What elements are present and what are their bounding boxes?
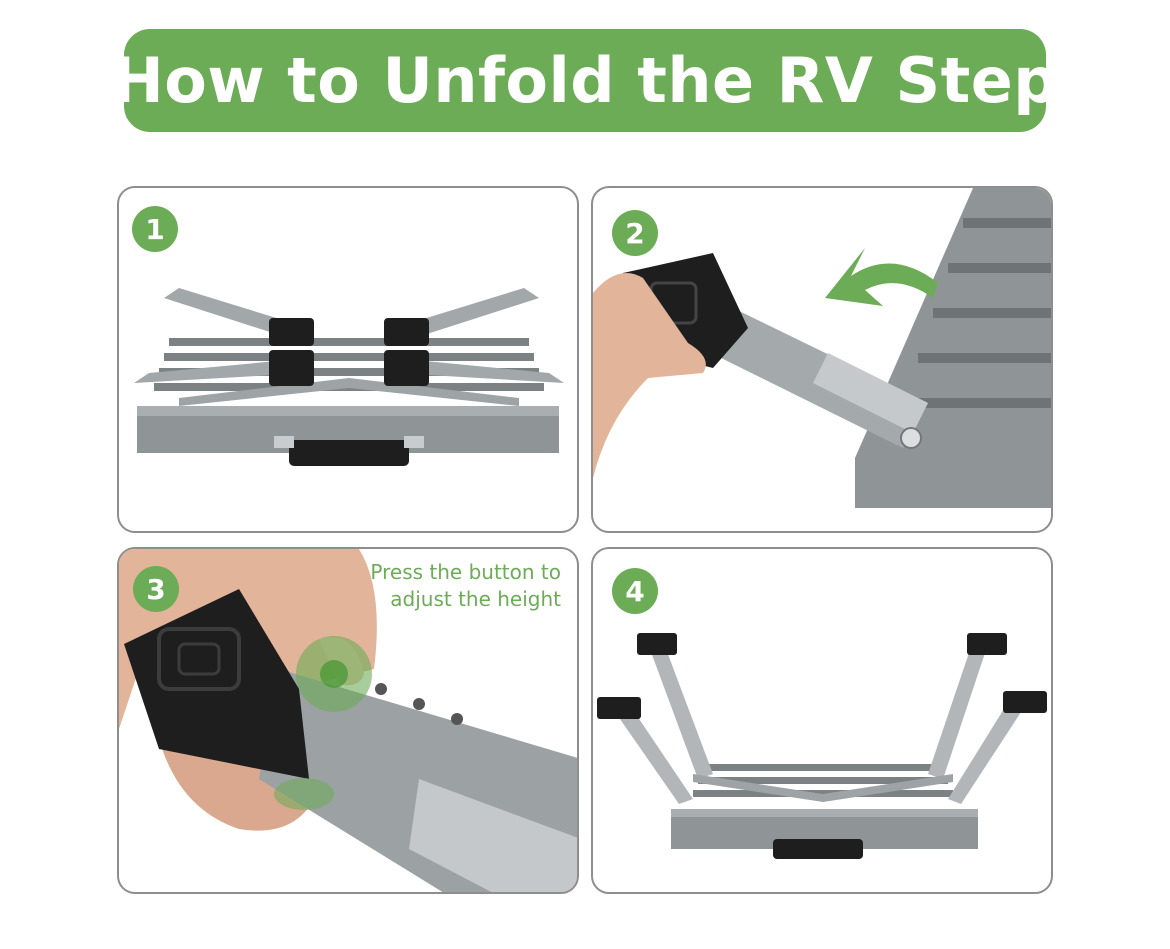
step-4-panel: 4 xyxy=(591,547,1053,894)
step-2-badge: 2 xyxy=(612,210,658,256)
press-button-image xyxy=(119,549,577,892)
folded-step-image xyxy=(134,288,564,466)
pull-leg-image xyxy=(593,188,1051,508)
caption-line-1: Press the button to xyxy=(370,560,561,584)
adjust-height-caption: Press the button to adjust the height xyxy=(370,559,561,613)
unfolded-step-image xyxy=(597,633,1047,859)
step-3-badge: 3 xyxy=(133,566,179,612)
caption-line-2: adjust the height xyxy=(390,587,561,611)
title-banner: How to Unfold the RV Step xyxy=(112,29,1058,132)
step-2-panel: 2 xyxy=(591,186,1053,533)
page-title: How to Unfold the RV Step xyxy=(111,44,1059,117)
step-4-badge: 4 xyxy=(612,568,658,614)
step-1-panel: 1 xyxy=(117,186,579,533)
step-1-badge: 1 xyxy=(132,206,178,252)
step-3-panel: 3 Press the button to adjust the height xyxy=(117,547,579,894)
